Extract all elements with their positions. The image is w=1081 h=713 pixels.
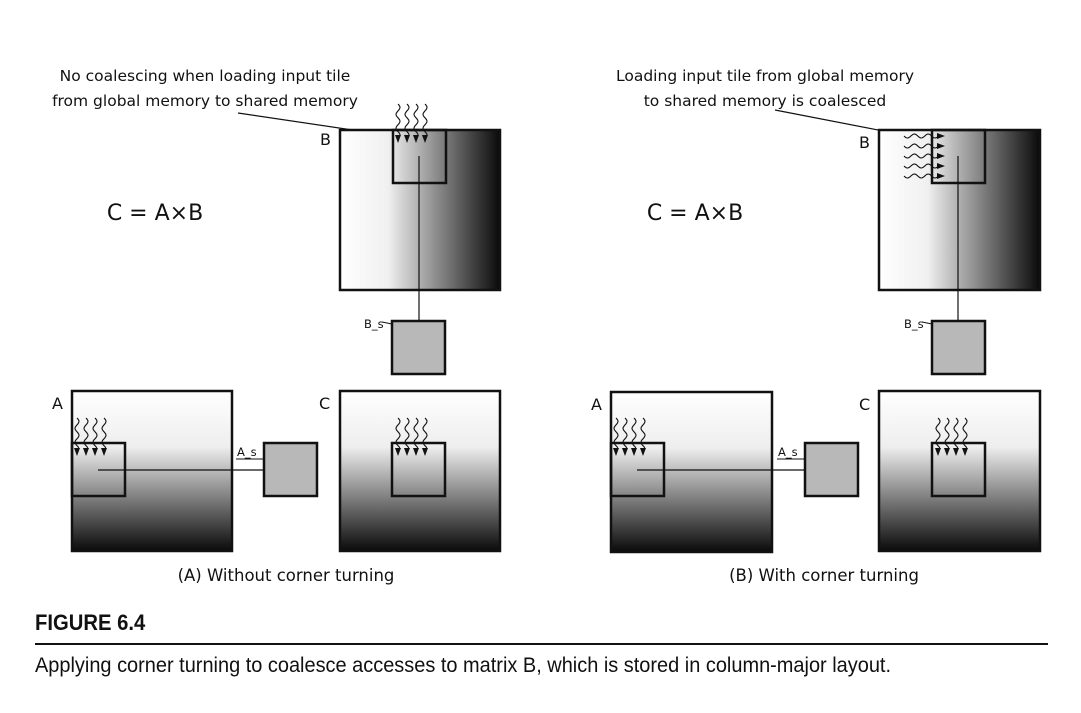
access-squiggle xyxy=(404,417,410,449)
access-arrowhead xyxy=(404,448,410,456)
access-squiggle xyxy=(404,103,410,136)
access-arrowhead xyxy=(937,153,945,159)
access-squiggle xyxy=(613,417,619,449)
access-arrowhead xyxy=(613,448,619,456)
panel-a-b-tile-arrows-down xyxy=(395,103,428,143)
access-squiggle xyxy=(422,103,428,136)
panel-b-matrix-b xyxy=(877,128,1042,292)
panel-b: Loading input tile from global memory to… xyxy=(591,67,1042,585)
panel-a-matrix-a xyxy=(70,389,234,553)
panel-b-as-label: A_s xyxy=(778,445,798,459)
access-arrowhead xyxy=(640,448,646,456)
panel-a-caption: (A) Without corner turning xyxy=(178,566,395,585)
panel-b-bs-label: B_s xyxy=(904,317,924,331)
panel-b-caption: (B) With corner turning xyxy=(729,566,919,585)
access-arrowhead xyxy=(395,135,401,143)
panel-a-bs-leader xyxy=(381,321,393,325)
access-arrowhead xyxy=(101,448,107,456)
access-squiggle xyxy=(622,417,628,449)
panel-b-matrix-c-label: C xyxy=(859,395,870,414)
panel-b-c-tile-arrows-down xyxy=(935,417,968,456)
access-arrowhead xyxy=(622,448,628,456)
access-arrowhead xyxy=(83,448,89,456)
access-squiggle xyxy=(74,417,80,449)
access-squiggle xyxy=(935,417,941,449)
access-arrowhead xyxy=(962,448,968,456)
panel-a-as-tile xyxy=(262,441,319,498)
panel-a-a-tile-arrows-down xyxy=(74,417,107,456)
access-squiggle xyxy=(422,417,428,449)
access-arrowhead xyxy=(937,143,945,149)
panel-a-matrix-b-label: B xyxy=(320,130,331,149)
panel-b-matrix-c-tile xyxy=(930,441,987,498)
access-arrowhead xyxy=(944,448,950,456)
panel-b-bs-tile xyxy=(930,319,987,376)
figure-label: FIGURE 6.4 xyxy=(35,610,146,635)
panel-a-matrix-c-tile xyxy=(390,441,447,498)
access-squiggle xyxy=(962,417,968,449)
access-arrowhead xyxy=(937,173,945,179)
access-squiggle xyxy=(640,417,646,449)
access-arrowhead xyxy=(953,448,959,456)
access-arrowhead xyxy=(74,448,80,456)
access-squiggle xyxy=(83,417,89,449)
panel-a-as-label: A_s xyxy=(237,445,257,459)
access-squiggle xyxy=(903,143,938,149)
panel-b-bs-leader xyxy=(921,321,933,325)
panel-a-c-tile-arrows-down xyxy=(395,417,428,456)
panel-a: No coalescing when loading input tile fr… xyxy=(52,67,502,585)
access-arrowhead xyxy=(92,448,98,456)
access-squiggle xyxy=(413,417,419,449)
panel-a-bs-label: B_s xyxy=(364,317,384,331)
panel-b-matrix-a xyxy=(609,390,774,554)
panel-a-bs-tile xyxy=(390,319,447,376)
figure-caption: Applying corner turning to coalesce acce… xyxy=(35,654,892,677)
panel-a-matrix-c xyxy=(338,389,502,553)
access-squiggle xyxy=(903,173,938,179)
panel-b-note-line1: Loading input tile from global memory xyxy=(616,67,914,85)
panel-b-matrix-c xyxy=(877,389,1042,553)
access-arrowhead xyxy=(413,448,419,456)
panel-a-note-line1: No coalescing when loading input tile xyxy=(60,67,351,85)
access-arrowhead xyxy=(422,448,428,456)
panel-b-a-tile-arrows-down xyxy=(613,417,646,456)
access-squiggle xyxy=(903,163,938,169)
panel-a-equation: C = A×B xyxy=(107,201,203,226)
panel-a-matrix-a-label: A xyxy=(52,394,63,413)
access-squiggle xyxy=(101,417,107,449)
access-squiggle xyxy=(944,417,950,449)
panel-a-matrix-b xyxy=(338,128,502,292)
panel-a-matrix-c-label: C xyxy=(319,394,330,413)
panel-a-note-line2: from global memory to shared memory xyxy=(52,92,358,110)
panel-b-as-tile xyxy=(803,441,860,498)
access-arrowhead xyxy=(937,133,945,139)
access-squiggle xyxy=(903,133,938,139)
panel-b-equation: C = A×B xyxy=(647,201,743,226)
access-squiggle xyxy=(903,153,938,159)
panel-b-note-line2: to shared memory is coalesced xyxy=(644,92,887,110)
panel-b-matrix-b-label: B xyxy=(859,133,870,152)
panel-b-matrix-a-label: A xyxy=(591,395,602,414)
access-arrowhead xyxy=(404,135,410,143)
access-squiggle xyxy=(92,417,98,449)
access-arrowhead xyxy=(395,448,401,456)
access-arrowhead xyxy=(937,163,945,169)
access-arrowhead xyxy=(631,448,637,456)
panel-b-b-tile-arrows-right xyxy=(903,133,945,179)
access-squiggle xyxy=(953,417,959,449)
access-arrowhead xyxy=(422,135,428,143)
access-squiggle xyxy=(395,417,401,449)
figure-divider xyxy=(35,643,1048,645)
access-squiggle xyxy=(395,103,401,136)
access-squiggle xyxy=(631,417,637,449)
access-squiggle xyxy=(413,103,419,136)
access-arrowhead xyxy=(413,135,419,143)
access-arrowhead xyxy=(935,448,941,456)
